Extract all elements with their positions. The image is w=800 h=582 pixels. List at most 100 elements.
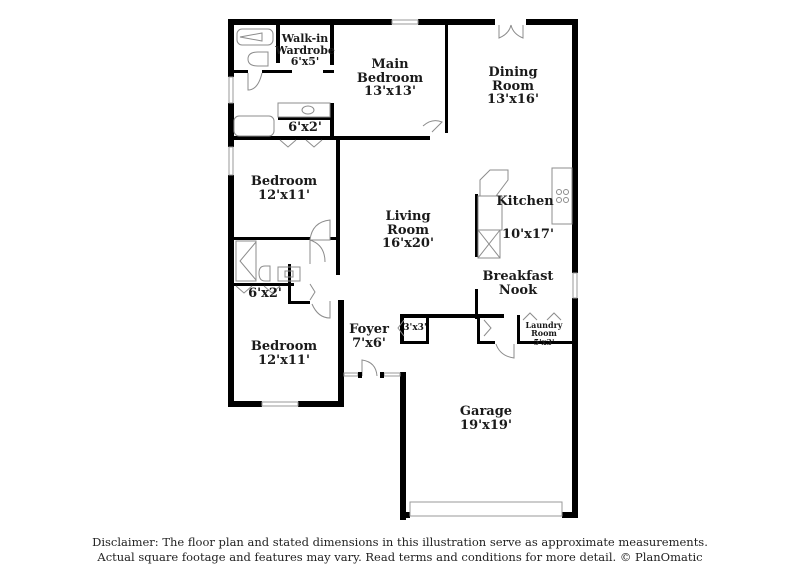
wall-garage-door-bottom	[477, 341, 495, 344]
wall-bath-a	[234, 70, 248, 73]
wall-dining-bedroom	[445, 25, 448, 133]
room-size: 16'x20'	[382, 236, 434, 252]
wall-foyer-closet-left	[400, 314, 404, 342]
wall-bottom-bed2-a	[228, 401, 262, 407]
room-label-foyer: Foyer 7'x6'	[349, 323, 389, 350]
wall-closet-top	[278, 117, 334, 120]
wall-left-1	[228, 19, 234, 77]
burner-icon	[556, 189, 562, 195]
wall-bed1-top	[234, 136, 334, 140]
window-nook	[572, 272, 578, 299]
room-label-bedroom-1: Bedroom 12'x11'	[251, 175, 317, 202]
room-name: Foyer	[349, 322, 389, 337]
room-size: 6'x2'	[248, 286, 282, 301]
room-name: Breakfast	[482, 269, 554, 284]
burner-icon	[556, 197, 562, 203]
room-label-closet-bed2: 6'x2'	[248, 287, 282, 301]
range-counter-icon	[551, 167, 573, 225]
room-name: Garage	[459, 404, 513, 419]
wall-living-left	[336, 140, 340, 275]
wall-bath2-right	[288, 264, 291, 286]
room-name: Room	[492, 78, 534, 94]
room-size: 19'x19'	[460, 417, 512, 433]
wall-left-2	[228, 103, 234, 147]
wall-garage-bottom-right	[562, 512, 578, 518]
room-name: Nook	[498, 282, 538, 298]
window-main-bedroom	[391, 19, 419, 25]
wall-bedroom-bottom	[334, 136, 430, 140]
burner-icon	[563, 189, 569, 195]
dishwasher-icon	[477, 229, 501, 259]
room-label-closet-main: 6'x2'	[288, 121, 322, 135]
room-label-breakfast-nook: Breakfast Nook	[483, 270, 554, 297]
room-size: 6'x5'	[290, 55, 320, 69]
toilet-2-icon	[258, 265, 271, 282]
door-main-bedroom	[422, 120, 443, 133]
bathtub-2-icon	[233, 115, 275, 137]
wall-garage-top	[400, 314, 504, 318]
room-name: Living	[385, 209, 431, 224]
room-size: 13'x16'	[487, 92, 539, 108]
wall-garage-door-left	[477, 314, 480, 344]
toilet-icon	[247, 51, 269, 67]
room-size: 12'x11'	[258, 352, 310, 368]
wall-bath2-bottom	[234, 283, 294, 286]
front-door-jamb-left	[358, 372, 362, 378]
room-label-closet-foyer: 3'x3'	[403, 323, 426, 333]
room-name: Walk-in	[281, 32, 329, 45]
wall-bottom-bed2-b	[298, 401, 344, 407]
window-bedroom-1	[228, 146, 234, 176]
room-size: 13'x13'	[364, 84, 416, 100]
room-label-walk-in-wardrobe: Walk-in Wardrobe 6'x5'	[275, 33, 335, 68]
vanity-icon	[277, 102, 331, 118]
window-bedroom-2	[261, 401, 299, 407]
bifold-pantry	[483, 319, 492, 337]
wall-right-upper	[572, 19, 578, 273]
wall-garage-left	[400, 372, 406, 520]
door-bath-2	[309, 239, 326, 264]
room-size: 10'x17'	[502, 227, 554, 242]
wall-nook-left	[475, 289, 478, 319]
wall-garage-bottom-left	[400, 512, 410, 518]
wall-bath-b	[262, 70, 292, 73]
door-bath	[247, 72, 263, 91]
sink-icon	[301, 105, 315, 115]
wall-top-left	[228, 19, 392, 25]
room-label-laundry-room: Laundry Room 5'x3'	[526, 321, 563, 347]
interior-walls	[234, 25, 572, 344]
room-label-dining-room: Dining Room 13'x16'	[487, 66, 539, 107]
room-name: Kitchen	[496, 194, 554, 209]
wall-wardrobe-right	[330, 25, 334, 65]
window-foyer-right	[383, 372, 401, 377]
wall-right-lower	[572, 298, 578, 518]
bifold-closet-1	[279, 139, 323, 148]
kitchen-sink-icon	[479, 169, 509, 197]
door-front	[361, 359, 378, 377]
door-bedroom-2	[311, 301, 331, 319]
doors	[235, 24, 562, 378]
room-name: Bedroom	[250, 339, 318, 354]
wall-bed1-bottom-b	[330, 237, 340, 240]
room-size: 12'x11'	[258, 187, 310, 203]
wall-wardrobe-left	[276, 25, 280, 63]
door-garage	[495, 343, 515, 359]
disclaimer-line-1: Disclaimer: The floor plan and stated di…	[92, 535, 708, 549]
wall-bath-c	[323, 70, 334, 73]
vanity-2-icon	[277, 266, 301, 282]
wall-foyer-closet-bottom	[400, 341, 429, 344]
window-foyer-left	[343, 372, 359, 377]
garage-door	[409, 501, 563, 517]
wall-closet2-bottom	[288, 301, 310, 304]
room-name: Dining	[488, 65, 538, 80]
room-name: Bedroom	[356, 70, 424, 86]
front-door-jamb-right	[380, 372, 384, 378]
bathtub-icon	[236, 28, 274, 46]
french-door-dining	[498, 24, 524, 39]
bifold-linen	[309, 283, 316, 301]
room-name: Room	[531, 328, 557, 339]
disclaimer: Disclaimer: The floor plan and stated di…	[0, 535, 800, 565]
sink-2-icon	[284, 270, 294, 278]
dishwasher-x-icon	[477, 229, 501, 259]
bifold-foyer-closet	[397, 319, 405, 337]
